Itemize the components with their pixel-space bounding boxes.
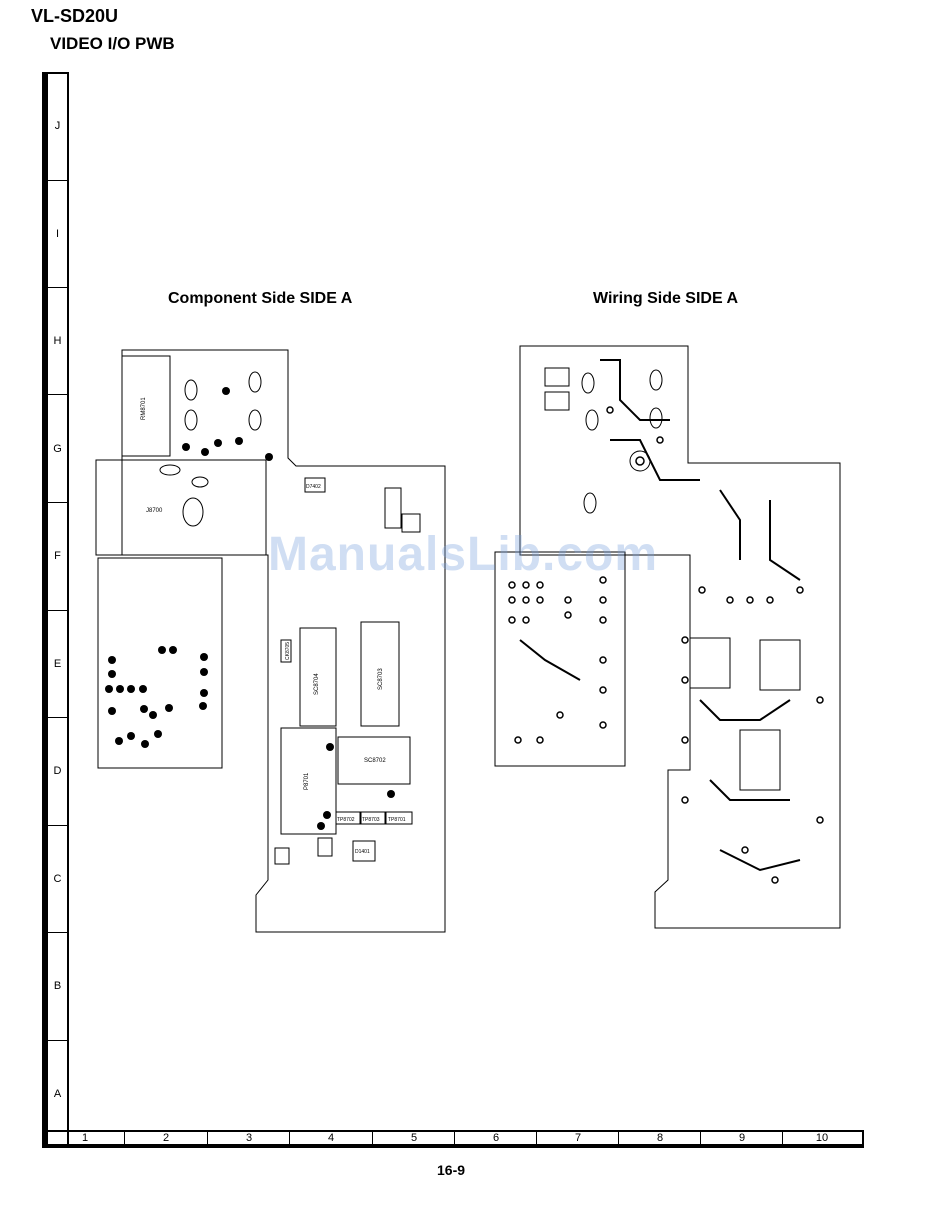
via bbox=[767, 597, 773, 603]
via bbox=[682, 637, 688, 643]
via bbox=[523, 582, 529, 588]
via bbox=[600, 617, 606, 623]
via bbox=[600, 657, 606, 663]
via bbox=[557, 712, 563, 718]
via bbox=[797, 587, 803, 593]
board-outline-main bbox=[520, 346, 840, 928]
via bbox=[817, 697, 823, 703]
mount-hole bbox=[650, 408, 662, 428]
via bbox=[636, 457, 644, 465]
page-number: 16-9 bbox=[437, 1162, 465, 1178]
via bbox=[772, 877, 778, 883]
via bbox=[600, 597, 606, 603]
via bbox=[523, 597, 529, 603]
via bbox=[523, 617, 529, 623]
via bbox=[537, 737, 543, 743]
pad bbox=[545, 392, 569, 410]
mount-hole bbox=[650, 370, 662, 390]
pad bbox=[545, 368, 569, 386]
via bbox=[600, 722, 606, 728]
via bbox=[747, 597, 753, 603]
trace-block bbox=[740, 730, 780, 790]
via bbox=[565, 612, 571, 618]
via bbox=[565, 597, 571, 603]
via bbox=[817, 817, 823, 823]
via bbox=[682, 737, 688, 743]
via bbox=[682, 677, 688, 683]
mount-hole bbox=[584, 493, 596, 513]
via bbox=[742, 847, 748, 853]
trace-block bbox=[760, 640, 800, 690]
trace-block bbox=[690, 638, 730, 688]
via bbox=[607, 407, 613, 413]
via bbox=[682, 797, 688, 803]
trace bbox=[610, 440, 700, 480]
mount-hole bbox=[586, 410, 598, 430]
trace bbox=[720, 850, 800, 870]
via bbox=[699, 587, 705, 593]
via bbox=[509, 597, 515, 603]
via bbox=[537, 597, 543, 603]
trace bbox=[700, 700, 790, 720]
via bbox=[509, 582, 515, 588]
via bbox=[657, 437, 663, 443]
via bbox=[537, 582, 543, 588]
via bbox=[600, 687, 606, 693]
mount-hole bbox=[582, 373, 594, 393]
watermark: ManualsLib.com bbox=[268, 527, 658, 582]
trace bbox=[770, 500, 800, 580]
trace bbox=[720, 490, 740, 560]
via bbox=[509, 617, 515, 623]
trace bbox=[520, 640, 580, 680]
via bbox=[727, 597, 733, 603]
via bbox=[515, 737, 521, 743]
